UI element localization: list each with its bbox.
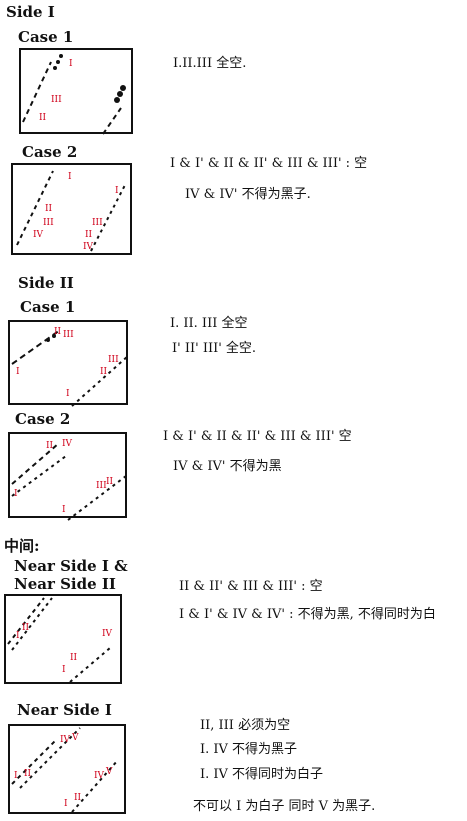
label-i: I [14, 489, 18, 499]
diagonal-line [11, 739, 57, 785]
side-1-case-2-note-1: I & I' & II & II' & III & III' : 空 [170, 156, 368, 171]
side-2-case-2-note-1: I & I' & II & II' & III & III' 空 [163, 429, 352, 444]
side-2-case-1-note-2: I' II' III' 全空. [172, 341, 257, 356]
stone-dot [53, 66, 57, 70]
diagonal-line [90, 184, 126, 252]
near-side-1-title: Near Side I [17, 701, 112, 719]
label-ii: II [45, 204, 53, 214]
middle-title: 中间: [4, 537, 40, 555]
side-1-case-1-board: I III II [19, 48, 133, 135]
label-ii-prime: II [106, 477, 114, 487]
side-2-case-2-diagram: II IV I III II I [11, 439, 127, 521]
black-stone [117, 91, 123, 97]
label-i: I [16, 631, 20, 641]
diagonal-line [7, 597, 45, 645]
label-ii: II [46, 441, 54, 451]
near-both-board: I II IV II I [4, 594, 122, 684]
label-ii-prime: II [85, 230, 93, 240]
diagonal-line [102, 107, 122, 135]
label-iv: IV [62, 439, 73, 449]
side-2-case-2-note-2: IV & IV' 不得为黑 [173, 459, 282, 474]
label-iv: IV [60, 735, 71, 745]
label-i: I [68, 172, 72, 182]
diagonal-line [19, 727, 81, 789]
near-both-title-line-2: Near Side II [14, 575, 116, 593]
label-iii: III [63, 330, 74, 340]
side-1-case-1-title: Case 1 [18, 28, 74, 46]
side-1-case-2-title: Case 2 [22, 143, 78, 161]
label-i: I [16, 367, 20, 377]
stone-dot [56, 60, 60, 64]
stone-dot [59, 54, 63, 58]
label-i-prime: I [66, 389, 70, 399]
label-i-prime: I [64, 799, 68, 809]
stone-dot [52, 334, 56, 338]
diagonal-line [16, 170, 54, 246]
side-2-case-1-title: Case 1 [20, 298, 76, 316]
side-1-title: Side I [6, 3, 55, 21]
label-v: V [71, 733, 79, 743]
diagonal-line [71, 355, 129, 407]
label-iii-prime: III [108, 355, 119, 365]
side-2-case-1-diagram: II III I III II I [11, 327, 129, 407]
label-i: I [14, 771, 18, 781]
label-iii: III [51, 95, 62, 105]
near-side-1-note-3: I. IV 不得同时为白子 [200, 767, 324, 782]
label-ii-prime: II [100, 367, 108, 377]
side-1-case-1-diagram: I III II [22, 54, 126, 135]
side-2-case-2-board: II IV I III II I [8, 432, 127, 521]
label-iii-prime: III [96, 481, 107, 491]
near-side-1-board: I II IV V I II IV V [8, 724, 126, 814]
label-iii-prime: III [92, 218, 103, 228]
side-1-case-2-board: I II III IV I III II IV [11, 163, 132, 255]
diagonal-line [67, 475, 127, 521]
black-stone [120, 85, 126, 91]
label-i-prime: I [62, 505, 66, 515]
near-side-1-note-4: 不可以 I 为白子 同时 V 为黑子. [193, 799, 376, 814]
side-1-case-2-diagram: I II III IV I III II IV [16, 170, 126, 252]
near-both-diagram: I II IV II I [7, 597, 113, 683]
near-side-1-note-2: I. IV 不得为黑子 [200, 742, 298, 757]
near-both-note-2: I & I' & IV & IV' : 不得为黑, 不得同时为白 [179, 607, 436, 622]
black-stone [114, 97, 120, 103]
near-side-1-diagram: I II IV V I II IV V [11, 727, 119, 813]
diagonal-line [69, 647, 111, 683]
label-i-prime: I [62, 665, 66, 675]
side-1-case-2-note-2: IV & IV' 不得为黑子. [185, 187, 311, 202]
side-2-case-1-note-1: I. II. III 全空 [170, 316, 248, 331]
diagonal-line [11, 455, 67, 497]
diagonal-line [71, 759, 119, 813]
near-both-title-line-1: Near Side I & [14, 557, 128, 575]
label-ii: II [54, 327, 62, 337]
label-ii-prime: II [74, 793, 82, 803]
label-iii: III [43, 218, 54, 228]
near-both-note-1: II & II' & III & III' : 空 [179, 579, 323, 594]
label-iv-prime: IV [102, 629, 113, 639]
label-iv-prime: IV [94, 771, 105, 781]
side-2-case-2-title: Case 2 [15, 410, 71, 428]
label-ii: II [24, 769, 32, 779]
diagonal-line [11, 597, 53, 651]
side-2-case-1-board: II III I III II I [8, 320, 129, 407]
side-1-case-1-note: I.II.III 全空. [173, 56, 247, 71]
label-v-prime: V [105, 767, 113, 777]
stone-dot [46, 338, 50, 342]
label-ii-prime: II [70, 653, 78, 663]
side-2-title: Side II [18, 274, 74, 292]
label-iv-prime: IV [83, 242, 94, 252]
diagonal-line [22, 61, 52, 123]
near-side-1-note-1: II, III 必须为空 [200, 718, 291, 733]
label-ii: II [39, 113, 47, 123]
label-i: I [69, 59, 73, 69]
label-ii: II [22, 623, 30, 633]
label-iv: IV [33, 230, 44, 240]
label-i-prime: I [115, 186, 119, 196]
diagonal-line [11, 443, 59, 485]
